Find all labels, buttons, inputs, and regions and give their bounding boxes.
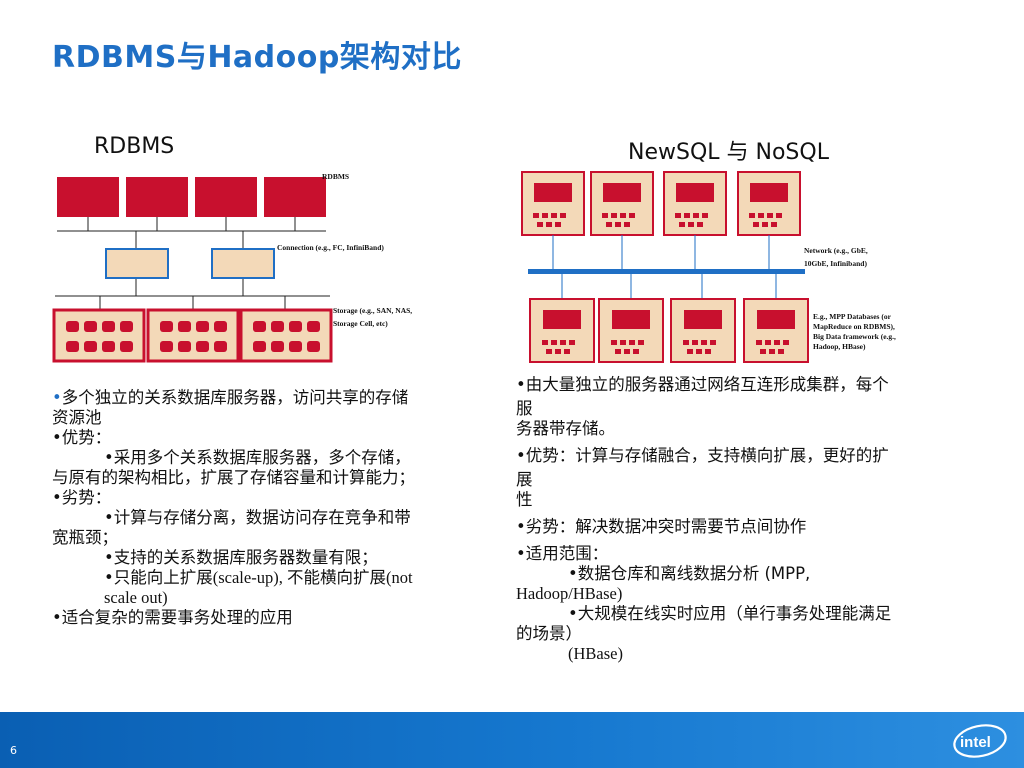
bullet-line: •适合复杂的需要事务处理的应用 — [52, 608, 293, 627]
examples-label-2: MapReduce on RDBMS), — [813, 322, 895, 331]
cluster-node — [737, 171, 801, 236]
connection-switches — [105, 248, 275, 279]
bullet-line: •大规模在线实时应用（单行事务处理能满足 — [568, 604, 892, 623]
rdbms-heading: RDBMS — [94, 134, 175, 159]
bullet-line: 性 — [516, 490, 533, 509]
rdbms-bullets: •多个独立的关系数据库服务器，访问共享的存储 资源池 •优势： •采用多个关系数… — [52, 388, 492, 628]
bullet-line: scale out) — [104, 588, 168, 607]
bullet-line: 服 — [516, 399, 533, 418]
examples-label-1: E.g., MPP Databases (or — [813, 312, 892, 321]
rdbms-server-row — [57, 177, 326, 217]
footer-bar — [0, 712, 1024, 768]
network-label-1: Network (e.g., GbE, — [804, 246, 868, 255]
examples-label-4: Hadoop, HBase) — [813, 342, 866, 351]
newsql-bullets: •由大量独立的服务器通过网络互连形成集群，每个 服 务器带存储。 •优势：计算与… — [516, 375, 971, 664]
cluster-node — [529, 298, 595, 363]
architecture-diagram: RDBMS Connection (e.g., FC, InfiniBand) — [52, 171, 896, 363]
bullet-line: •只能向上扩展(scale-up), 不能横向扩展(not — [104, 568, 413, 587]
cluster-bottom-nodes — [529, 298, 809, 363]
bullet-line: •多个独立的关系数据库服务器，访问共享的存储 — [52, 388, 409, 407]
bullet-line: •由大量独立的服务器通过网络互连形成集群，每个 — [516, 375, 889, 394]
storage-label-1: Storage (e.g., SAN, NAS, — [333, 306, 412, 315]
rdbms-server — [57, 177, 119, 217]
connection-switch — [211, 248, 275, 279]
bullet-line: 务器带存储。 — [516, 419, 615, 438]
cluster-node — [590, 171, 654, 236]
bullet-line: 的场景） — [516, 624, 582, 643]
bullet-line: •支持的关系数据库服务器数量有限； — [104, 548, 378, 567]
examples-label-3: Big Data framework (e.g., — [813, 332, 896, 341]
rdbms-server — [195, 177, 257, 217]
cluster-node — [743, 298, 809, 363]
connection-label: Connection (e.g., FC, InfiniBand) — [277, 243, 384, 252]
bullet-line: •劣势： — [52, 488, 112, 507]
rdbms-links — [55, 217, 330, 310]
intel-logo-icon: intel — [953, 724, 1007, 758]
newsql-nosql-heading: NewSQL 与 NoSQL — [628, 140, 829, 165]
network-bus — [528, 269, 805, 274]
bullet-line: •优势： — [52, 428, 112, 447]
storage-label-2: Storage Cell, etc) — [333, 319, 388, 328]
bullet-line: •计算与存储分离，数据访问存在竞争和带 — [104, 508, 411, 527]
bullet-line: •优势：计算与存储融合，支持横向扩展，更好的扩 — [516, 446, 889, 465]
bullet-line: •数据仓库和离线数据分析 (MPP, — [568, 564, 811, 583]
bullet-line: 资源池 — [52, 408, 102, 427]
storage-arrays — [52, 308, 333, 363]
svg-text:intel: intel — [960, 734, 991, 751]
page-number: 6 — [10, 744, 17, 757]
connection-switch — [105, 248, 169, 279]
slide-title: RDBMS与Hadoop架构对比 — [52, 40, 462, 75]
cluster-top-nodes — [521, 171, 801, 236]
cluster-node — [521, 171, 585, 236]
bullet-line: •适用范围： — [516, 544, 609, 563]
cluster-node — [598, 298, 664, 363]
network-label-2: 10GbE, Infiniband) — [804, 259, 867, 268]
rdbms-server — [264, 177, 326, 217]
bullet-line: 宽瓶颈； — [52, 528, 118, 547]
bullet-line: Hadoop/HBase) — [516, 584, 623, 603]
rdbms-servers-label: RDBMS — [322, 172, 349, 181]
rdbms-server — [126, 177, 188, 217]
bullet-line: 与原有的架构相比，扩展了存储容量和计算能力； — [52, 468, 415, 487]
cluster-node — [663, 171, 727, 236]
bullet-line: •劣势：解决数据冲突时需要节点间协作 — [516, 517, 807, 536]
network-links — [552, 235, 777, 298]
bullet-line: •采用多个关系数据库服务器，多个存储， — [104, 448, 411, 467]
bullet-line: (HBase) — [568, 644, 623, 663]
bullet-line: 展 — [516, 470, 533, 489]
cluster-node — [670, 298, 736, 363]
